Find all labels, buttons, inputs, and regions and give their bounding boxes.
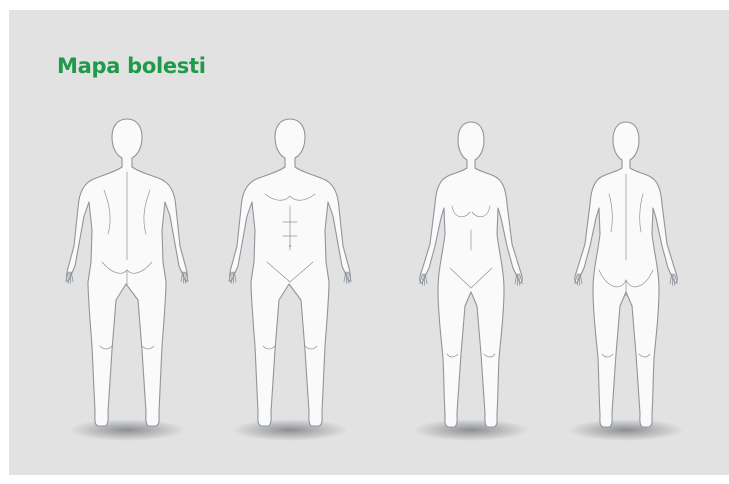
page-title: Mapa bolesti [57,56,206,77]
male-front-body-icon[interactable] [205,110,375,450]
figure-male-back[interactable] [42,110,212,450]
corner-cutout [636,0,729,10]
figure-female-back[interactable] [541,110,711,450]
female-front-body-icon[interactable] [386,110,556,450]
male-back-body-icon[interactable] [42,110,212,450]
figure-male-front[interactable] [205,110,375,450]
female-back-body-icon[interactable] [541,110,711,450]
figure-female-front[interactable] [386,110,556,450]
